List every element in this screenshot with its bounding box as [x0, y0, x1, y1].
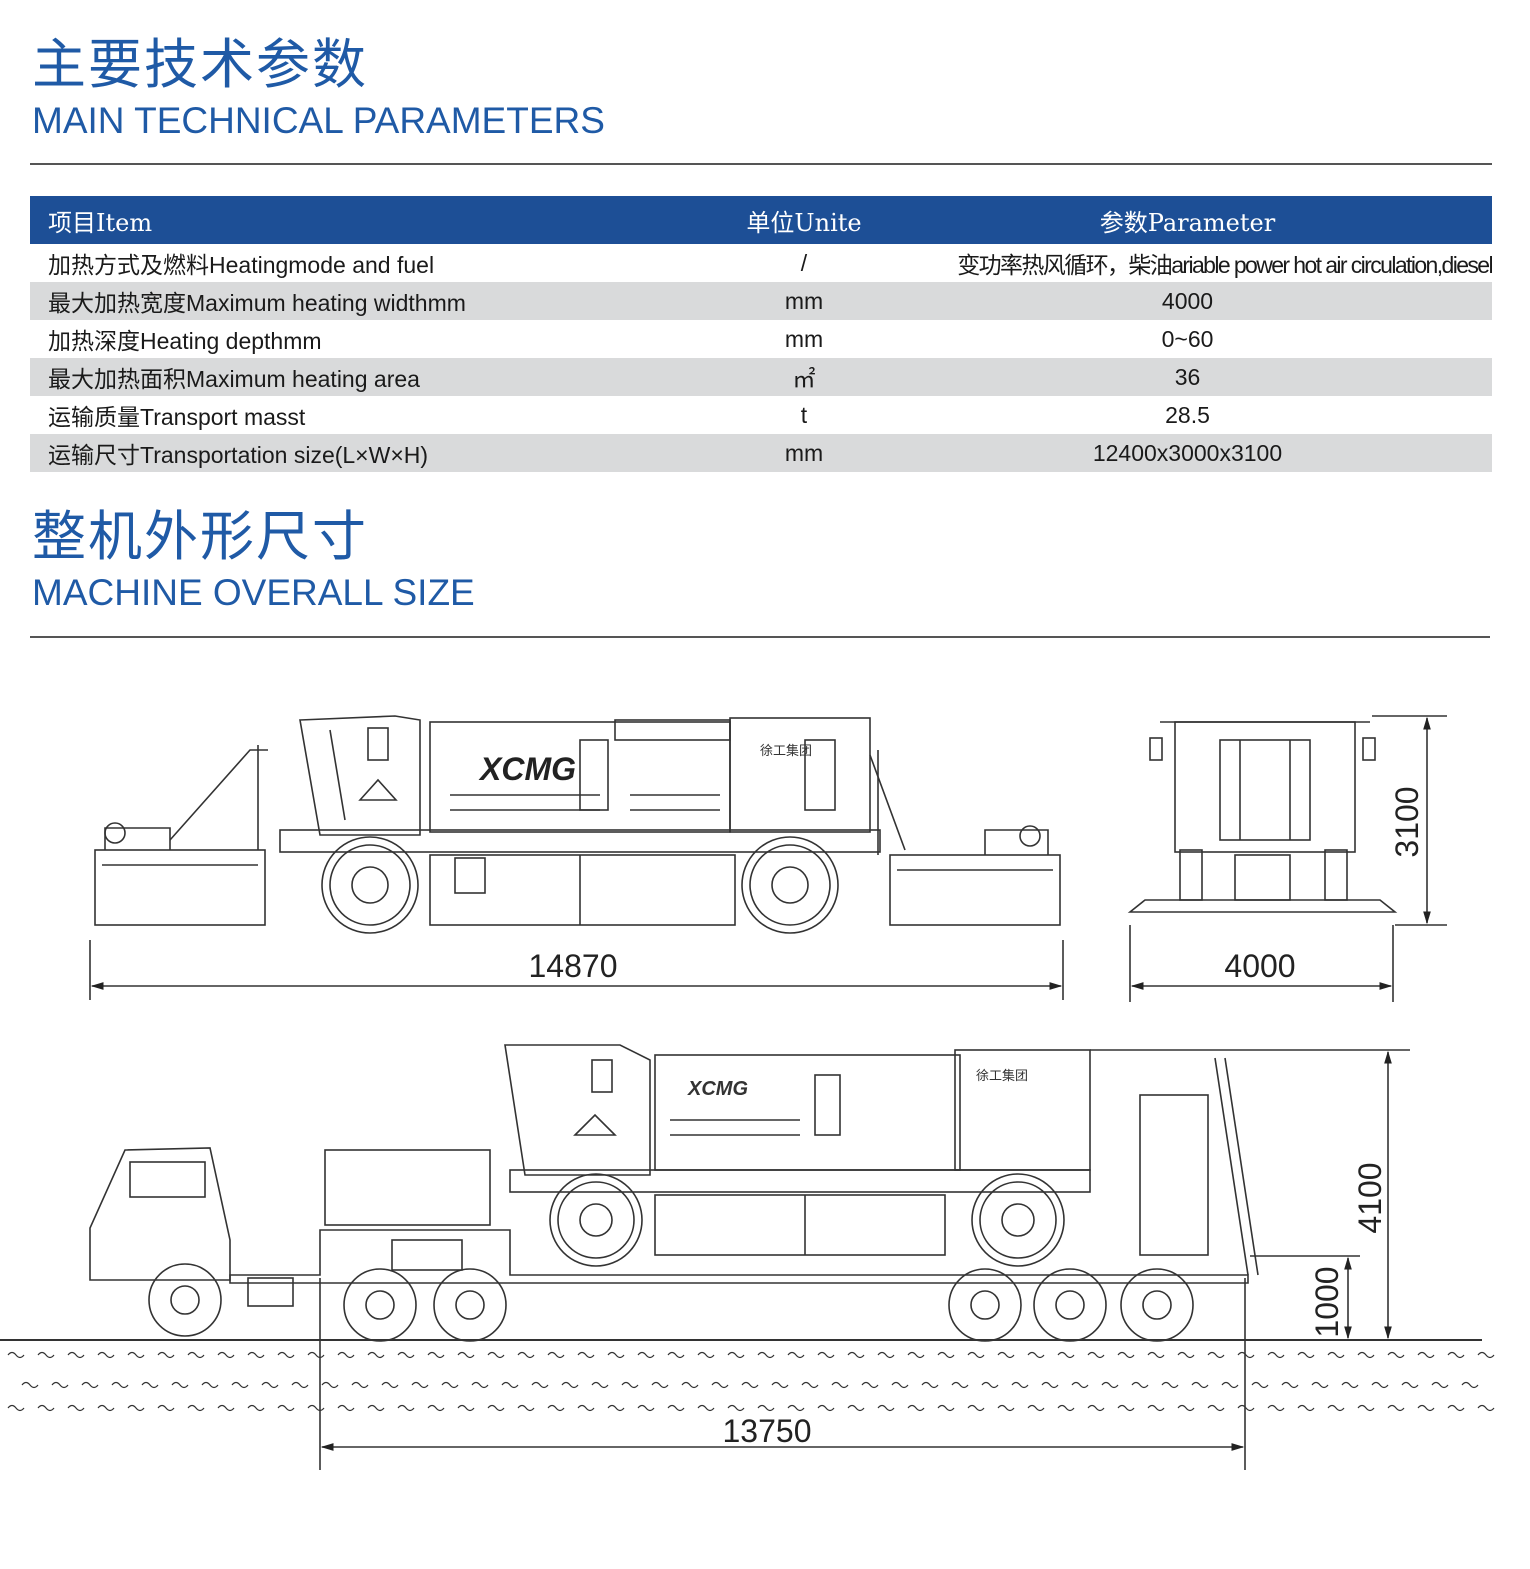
header-unit: 单位Unite: [725, 196, 883, 244]
dim-front-height: 3100: [1389, 786, 1425, 857]
dim-deck-height: 1000: [1309, 1266, 1345, 1337]
transport-view: [89, 1044, 1259, 1342]
xcmg-logo-transport: XCMG: [687, 1078, 748, 1100]
row-item: 最大加热面积Maximum heating area: [30, 358, 725, 396]
table-row: 最大加热面积Maximum heating area ㎡ 36: [30, 358, 1492, 396]
table-row: 运输尺寸Transportation size(L×W×H) mm 12400x…: [30, 434, 1492, 472]
dim-transport-height: 4100: [1352, 1162, 1388, 1233]
row-parameter: 0~60: [1161, 325, 1214, 352]
row-unit: t: [800, 401, 808, 428]
dim-trailer-length: 13750: [723, 1413, 812, 1449]
table-row: 运输质量Transport masst t 28.5: [30, 396, 1492, 434]
row-parameter: 变功率热风循环，柴油ariable power hot air circulat…: [957, 252, 1492, 278]
size-title-en: MACHINE OVERALL SIZE: [32, 572, 475, 613]
row-parameter: 12400x3000x3100: [883, 434, 1492, 472]
row-parameter: 4000: [883, 282, 1492, 320]
machine-drawing: XCMG 徐工集团: [0, 715, 1495, 1470]
row-item: 加热方式及燃料Heatingmode and fuel: [48, 252, 435, 278]
row-unit: /: [800, 249, 808, 276]
params-title-en: MAIN TECHNICAL PARAMETERS: [32, 100, 605, 141]
xcmg-logo: XCMG: [478, 751, 576, 787]
row-item: 运输尺寸Transportation size(L×W×H): [30, 434, 725, 472]
row-unit: ㎡: [725, 358, 883, 396]
row-item: 最大加热宽度Maximum heating widthmm: [30, 282, 725, 320]
table-row: 最大加热宽度Maximum heating widthmm mm 4000: [30, 282, 1492, 320]
side-view: [94, 715, 1061, 934]
size-divider: [30, 636, 1490, 638]
table-header-row: 项目Item 单位Unite 参数Parameter: [30, 196, 1492, 244]
row-item: 加热深度Heating depthmm: [48, 328, 322, 354]
ground-hatching: [7, 1351, 1495, 1412]
header-parameter: 参数Parameter: [883, 196, 1492, 244]
header-item: 项目Item: [30, 196, 725, 244]
brand-cn-label: 徐工集团: [760, 743, 812, 759]
brand-cn-label-transport: 徐工集团: [976, 1068, 1028, 1084]
size-title-cn: 整机外形尺寸: [32, 507, 368, 567]
row-unit: mm: [784, 325, 824, 352]
row-parameter: 28.5: [1165, 401, 1210, 428]
dim-front-width: 4000: [1224, 948, 1295, 984]
front-view: [1127, 721, 1398, 913]
row-item: 运输质量Transport masst: [48, 404, 306, 430]
row-parameter: 36: [883, 358, 1492, 396]
table-row: 加热深度Heating depthmm mm 0~60: [30, 320, 1492, 358]
parameters-table: 项目Item 单位Unite 参数Parameter 加热方式及燃料Heatin…: [30, 196, 1492, 472]
params-title-cn: 主要技术参数: [32, 35, 368, 95]
dim-side-length: 14870: [529, 948, 618, 984]
row-unit: mm: [725, 282, 883, 320]
params-divider: [30, 163, 1492, 165]
table-row: 加热方式及燃料Heatingmode and fuel / 变功率热风循环，柴油…: [30, 244, 1492, 282]
row-unit: mm: [725, 434, 883, 472]
